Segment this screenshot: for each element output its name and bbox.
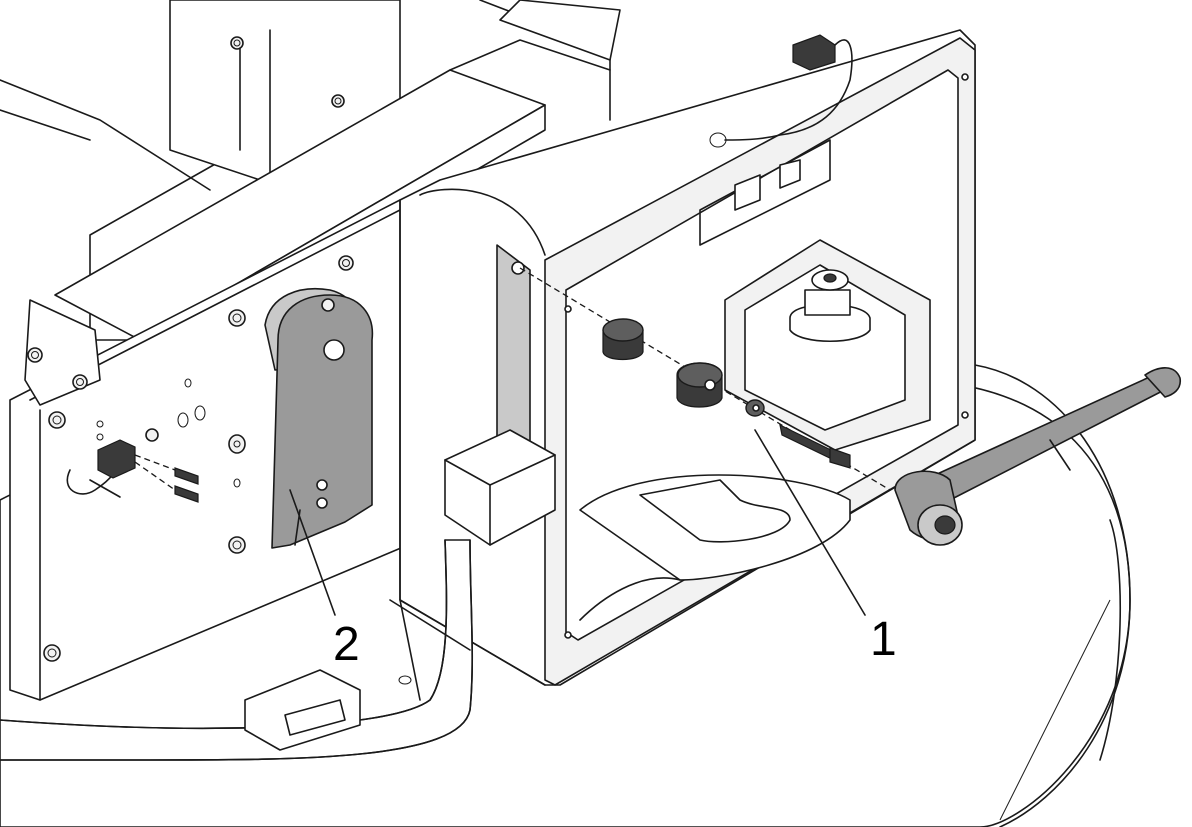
tensioner-arm — [264, 288, 374, 549]
bottom-bracket — [244, 599, 471, 751]
leader-line-1 — [754, 429, 866, 616]
drain-hose — [0, 429, 556, 761]
spacer-bolt-stack — [519, 267, 891, 491]
ratchet-wrench — [894, 367, 1182, 546]
sensor-switch-left — [66, 428, 199, 503]
callout-number-2: 2 — [333, 618, 360, 671]
control-box — [399, 29, 976, 686]
callout-number-1: 1 — [870, 613, 897, 666]
leader-line-2 — [289, 489, 336, 616]
leader-lines — [289, 429, 866, 616]
top-sensor-wire — [709, 34, 853, 148]
